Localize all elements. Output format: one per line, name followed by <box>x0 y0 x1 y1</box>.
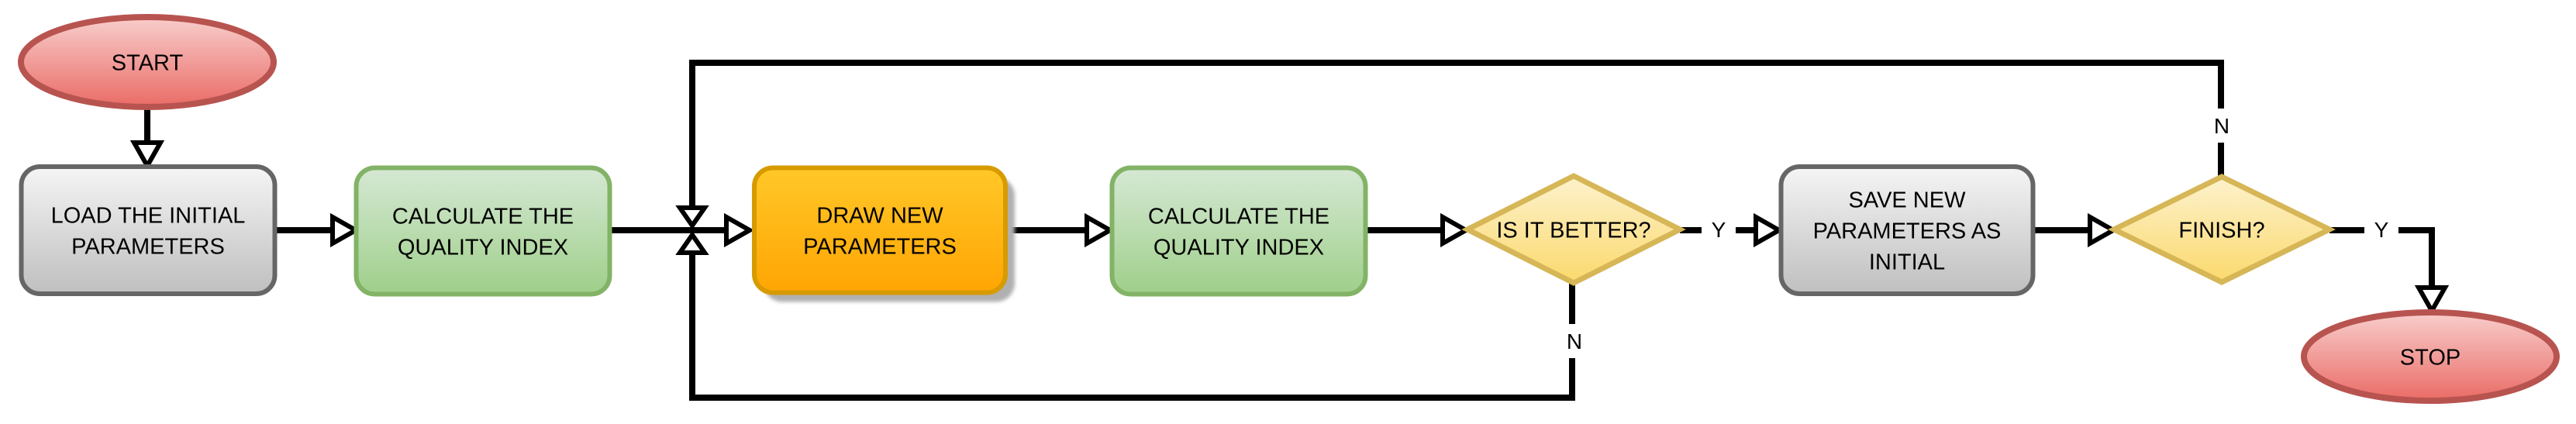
edge-label-finish-no-loop: N <box>2214 114 2229 138</box>
arrowhead-icon <box>1754 212 1785 248</box>
edge-label-better-no-loop: N <box>1567 329 1582 353</box>
stop-label: STOP <box>2400 345 2460 370</box>
edge-label-bg <box>1557 324 1591 358</box>
stop-shape <box>2301 309 2560 404</box>
arrowhead-icon <box>330 212 361 248</box>
edge-label-better-yes: Y <box>1712 218 1726 242</box>
node-finish: FINISH? <box>2108 174 2336 285</box>
arrowhead-icon <box>675 230 709 255</box>
edge-better-no-loop: N <box>675 230 1591 401</box>
calc2-shape <box>1109 165 1368 297</box>
save-shape <box>1778 164 2036 296</box>
arrowhead-icon <box>129 140 165 171</box>
better-shape <box>1461 173 1686 286</box>
start-shape <box>18 14 277 110</box>
edge-layer: Y Y N N <box>129 60 2450 401</box>
arrowhead-icon <box>724 212 755 248</box>
edge-finish-yes: Y <box>2329 212 2450 316</box>
calc1-shape <box>353 165 612 297</box>
better-label: IS IT BETTER? <box>1496 218 1650 243</box>
draw-shape <box>752 165 1008 295</box>
edge-label-bg <box>2205 109 2239 143</box>
edge-finish-no-loop: N <box>675 60 2239 230</box>
arrowhead-icon <box>675 205 709 230</box>
start-label: START <box>112 50 184 75</box>
edge-label-finish-yes: Y <box>2374 218 2389 242</box>
arrowhead-icon <box>2088 212 2119 248</box>
edge-calc2-to-better <box>1366 212 1471 248</box>
finish-label: FINISH? <box>2178 218 2264 243</box>
edge-line <box>2329 227 2435 288</box>
edge-load-to-calc1 <box>275 212 361 248</box>
node-start: START <box>18 14 277 110</box>
node-stop: STOP <box>2301 309 2560 404</box>
finish-shape <box>2108 174 2336 285</box>
node-better: IS IT BETTER? <box>1461 173 1686 286</box>
arrowhead-icon <box>2414 285 2450 316</box>
edge-start-to-load <box>129 107 165 171</box>
edge-label-bg <box>2364 212 2398 246</box>
edge-draw-to-calc2 <box>1005 212 1116 248</box>
arrowhead-icon <box>1085 212 1116 248</box>
edge-label-bg <box>1702 212 1736 246</box>
edge-save-to-finish <box>2033 212 2119 248</box>
edge-calc1-to-draw <box>610 212 755 248</box>
load-shape <box>19 164 278 296</box>
arrowhead-icon <box>1440 212 1471 248</box>
edge-better-yes: Y <box>1680 212 1785 248</box>
